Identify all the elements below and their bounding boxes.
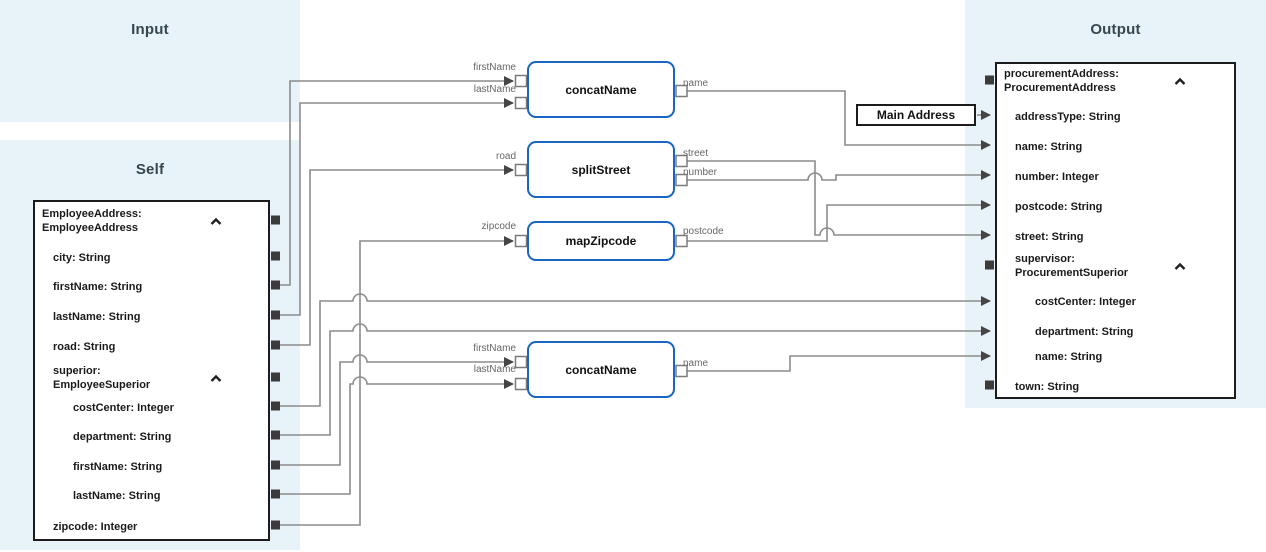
self-port-firstname[interactable] [271, 280, 280, 290]
mapzipcode-port-postcode[interactable] [675, 234, 688, 248]
self-row-firstname: firstName: String [53, 281, 143, 293]
output-row-postcode: postcode: String [1015, 201, 1103, 213]
concatname-top-port-name[interactable] [675, 84, 688, 98]
output-row-costcenter: costCenter: Integer [1035, 296, 1136, 308]
wire-label-firstname-top: firstName [473, 62, 516, 73]
wire-label-postcode: postcode [683, 226, 724, 237]
wire-label-lastname-top: lastName [473, 84, 516, 95]
self-row-department: department: String [73, 431, 172, 443]
collapse-chevron-icon[interactable] [1174, 77, 1186, 86]
wire-label-lastname-bottom: lastName [473, 364, 516, 375]
self-row-superior-firstname: firstName: String [73, 461, 163, 473]
collapse-chevron-icon[interactable] [210, 374, 222, 383]
concatname-bottom-port-firstname[interactable] [514, 355, 528, 369]
output-row-supervisor: supervisor: ProcurementSuperior [997, 252, 1234, 282]
mapzipcode-port-zipcode[interactable] [514, 234, 528, 248]
concatname-bottom-port-lastname[interactable] [514, 377, 528, 391]
self-port-department[interactable] [271, 430, 280, 440]
self-port-city[interactable] [271, 251, 280, 261]
wire-label-road: road [495, 151, 516, 162]
wire-street-to-output [687, 160, 991, 240]
wire-costcenter-to-output [280, 293, 991, 407]
node-main-address[interactable]: Main Address [856, 104, 976, 126]
self-row-city: city: String [53, 252, 111, 264]
splitstreet-port-number[interactable] [675, 173, 688, 187]
wire-label-firstname-bottom: firstName [473, 343, 516, 354]
self-port-zipcode[interactable] [271, 520, 280, 530]
output-row-number: number: Integer [1015, 171, 1099, 183]
wire-road-to-splitstreet [280, 165, 514, 346]
node-mapzipcode[interactable]: mapZipcode [527, 221, 675, 261]
output-row-name: name: String [1015, 141, 1083, 153]
output-row-addresstype: addressType: String [1015, 111, 1121, 123]
collapse-chevron-icon[interactable] [1174, 262, 1186, 271]
wire-department-to-output [280, 323, 991, 436]
self-port-superior-lastname[interactable] [271, 489, 280, 499]
wire-label-name-top: name [683, 78, 709, 89]
wire-lastname-to-concatname-bottom [280, 376, 514, 495]
node-splitstreet[interactable]: splitStreet [527, 141, 675, 198]
self-port-road[interactable] [271, 340, 280, 350]
self-port-superior-firstname[interactable] [271, 460, 280, 470]
output-panel-title: Output [1090, 21, 1141, 38]
splitstreet-port-road[interactable] [514, 163, 528, 177]
output-row-department: department: String [1035, 326, 1134, 338]
self-row-superior: superior: EmployeeSuperior [35, 364, 268, 394]
output-port-supervisor[interactable] [985, 260, 994, 270]
wire-number-to-output [687, 170, 991, 181]
self-port-employeeaddress[interactable] [271, 215, 280, 225]
self-port-superior[interactable] [271, 372, 280, 382]
self-row-lastname: lastName: String [53, 311, 141, 323]
output-port-procurementaddress[interactable] [985, 75, 994, 85]
self-port-costcenter[interactable] [271, 401, 280, 411]
concatname-top-port-lastname[interactable] [514, 96, 528, 110]
output-tree-box[interactable]: procurementAddress: ProcurementAddress a… [995, 62, 1236, 399]
wire-concatname-top-name-to-output [687, 90, 991, 150]
self-panel-title: Self [135, 161, 165, 178]
wire-lastname-to-concatname-top [280, 98, 514, 316]
output-row-town: town: String [1015, 381, 1080, 393]
output-row-supervisor-name: name: String [1035, 351, 1103, 363]
self-row-superior-lastname: lastName: String [73, 490, 161, 502]
self-row-employeeaddress: EmployeeAddress: EmployeeAddress [35, 207, 268, 237]
splitstreet-port-street[interactable] [675, 154, 688, 168]
self-port-lastname[interactable] [271, 310, 280, 320]
wire-concatname-bottom-name-to-output [687, 351, 991, 372]
input-panel: Input [0, 0, 300, 122]
self-row-costcenter: costCenter: Integer [73, 402, 174, 414]
output-port-town[interactable] [985, 380, 994, 390]
wire-label-street: street [683, 148, 709, 159]
wire-zipcode-to-mapzipcode [280, 236, 514, 526]
self-tree-box[interactable]: EmployeeAddress: EmployeeAddress city: S… [33, 200, 270, 541]
collapse-chevron-icon[interactable] [210, 217, 222, 226]
node-concatname-top[interactable]: concatName [527, 61, 675, 118]
wire-label-zipcode: zipcode [481, 221, 516, 232]
output-row-street: street: String [1015, 231, 1084, 243]
wire-firstname-to-concatname-bottom [280, 354, 514, 466]
self-row-zipcode: zipcode: Integer [53, 521, 138, 533]
wire-firstname-to-concatname-top [280, 76, 514, 286]
wire-label-name-bottom: name [683, 358, 709, 369]
self-row-road: road: String [53, 341, 116, 353]
concatname-bottom-port-name[interactable] [675, 364, 688, 378]
node-concatname-bottom[interactable]: concatName [527, 341, 675, 398]
concatname-top-port-firstname[interactable] [514, 74, 528, 88]
output-row-procurementaddress: procurementAddress: ProcurementAddress [997, 67, 1234, 97]
wire-postcode-to-output [687, 200, 991, 242]
wire-label-number: number [683, 167, 717, 178]
input-panel-title: Input [131, 21, 169, 38]
